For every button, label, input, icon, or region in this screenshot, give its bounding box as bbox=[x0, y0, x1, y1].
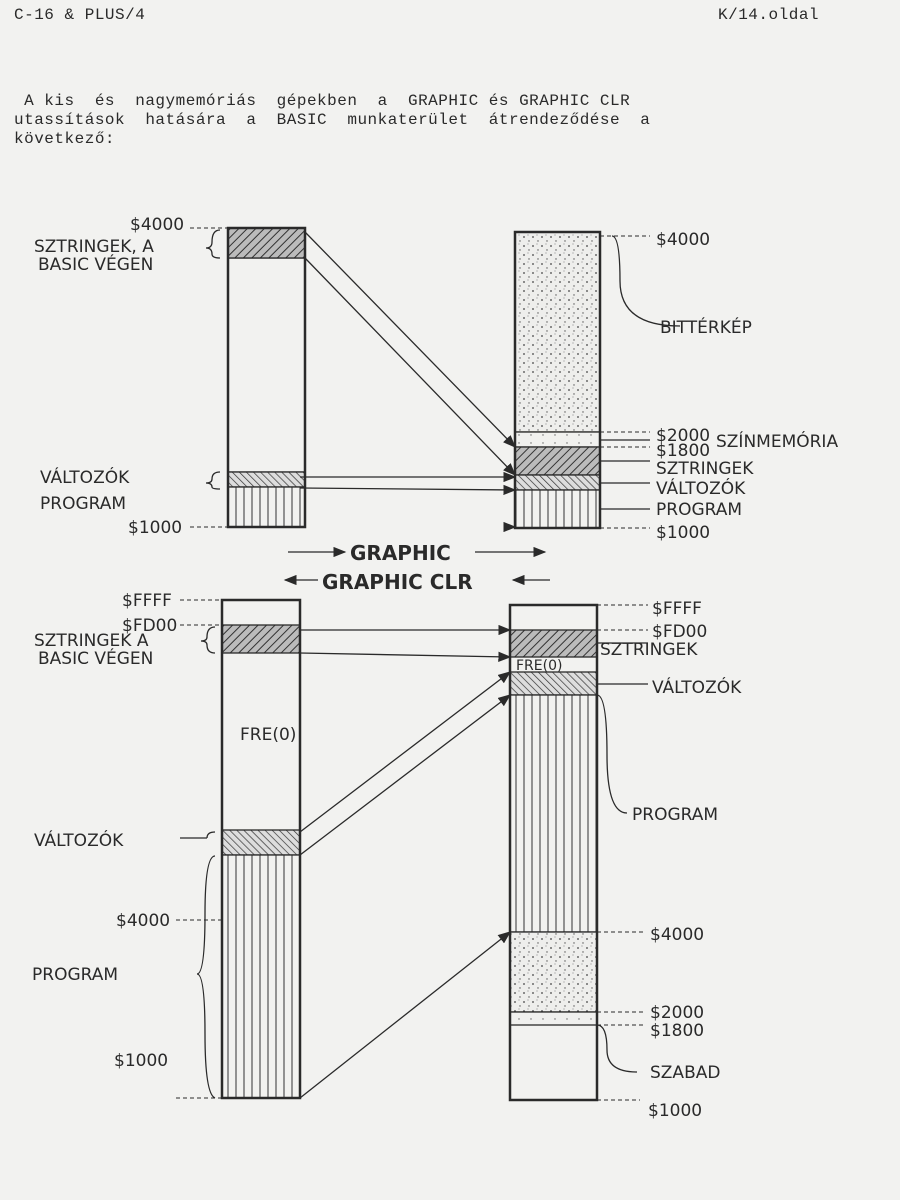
br-addr-2000: $2000 bbox=[650, 1003, 704, 1023]
br-fre-label: FRE(0) bbox=[516, 658, 562, 674]
tl-addr-4000: $4000 bbox=[130, 215, 184, 235]
bl-program-label: PROGRAM bbox=[32, 965, 118, 985]
tr-variables-label: VÁLTOZÓK bbox=[656, 477, 746, 499]
tr-bitmap-label: BITTÉRKÉP bbox=[660, 316, 752, 338]
tl-strings-label-1: SZTRINGEK, A bbox=[34, 237, 154, 257]
bl-strings-label-1: SZTRINGEK A bbox=[34, 631, 149, 651]
bottom-left-memory-column bbox=[220, 598, 302, 1100]
bl-addr-fd00: $FD00 bbox=[122, 616, 177, 636]
graphic-label: GRAPHIC bbox=[350, 541, 451, 565]
br-strings-label: SZTRINGEK bbox=[600, 640, 698, 660]
intro-line-2: utassítások hatására a BASIC munkaterüle… bbox=[14, 111, 651, 129]
tr-addr-4000: $4000 bbox=[656, 230, 710, 250]
br-variables-label: VÁLTOZÓK bbox=[652, 676, 742, 698]
tl-program-label: PROGRAM bbox=[40, 494, 126, 514]
bl-fre-label: FRE(0) bbox=[240, 725, 296, 745]
bl-strings-label-2: BASIC VÉGEN bbox=[38, 647, 153, 669]
graphic-clr-label: GRAPHIC CLR bbox=[322, 570, 473, 594]
br-addr-1000: $1000 bbox=[648, 1101, 702, 1121]
top-right-memory-column bbox=[513, 230, 602, 530]
br-addr-fd00: $FD00 bbox=[652, 622, 707, 642]
bl-addr-4000: $4000 bbox=[116, 911, 170, 931]
intro-paragraph: A kis és nagymemóriás gépekben a GRAPHIC… bbox=[14, 92, 874, 149]
br-addr-4000: $4000 bbox=[650, 925, 704, 945]
tr-program-label: PROGRAM bbox=[656, 500, 742, 520]
tl-addr-1000: $1000 bbox=[128, 518, 182, 538]
page-number: K/14.oldal bbox=[718, 6, 820, 24]
tl-strings-label-2: BASIC VÉGEN bbox=[38, 253, 153, 275]
tr-strings-label: SZTRINGEK bbox=[656, 459, 754, 479]
br-addr-1800: $1800 bbox=[650, 1021, 704, 1041]
intro-line-1: A kis és nagymemóriás gépekben a GRAPHIC… bbox=[14, 92, 631, 110]
bottom-right-memory-column bbox=[508, 603, 599, 1102]
top-left-memory-column bbox=[226, 226, 307, 529]
br-addr-ffff: $FFFF bbox=[652, 599, 702, 619]
bl-addr-1000: $1000 bbox=[114, 1051, 168, 1071]
tr-addr-2000: $2000 bbox=[656, 426, 710, 446]
tl-variables-label: VÁLTOZÓK bbox=[40, 466, 130, 488]
tr-color-memory-label: SZÍNMEMÓRIA bbox=[716, 430, 838, 452]
header-left: C-16 & PLUS/4 bbox=[14, 6, 146, 24]
intro-line-3: következő: bbox=[14, 130, 116, 148]
bl-addr-ffff: $FFFF bbox=[122, 591, 172, 611]
tr-addr-1800: $1800 bbox=[656, 441, 710, 461]
tr-addr-1000: $1000 bbox=[656, 523, 710, 543]
bl-variables-label: VÁLTOZÓK bbox=[34, 829, 124, 851]
br-program-label: PROGRAM bbox=[632, 805, 718, 825]
br-free-label: SZABAD bbox=[650, 1063, 720, 1083]
